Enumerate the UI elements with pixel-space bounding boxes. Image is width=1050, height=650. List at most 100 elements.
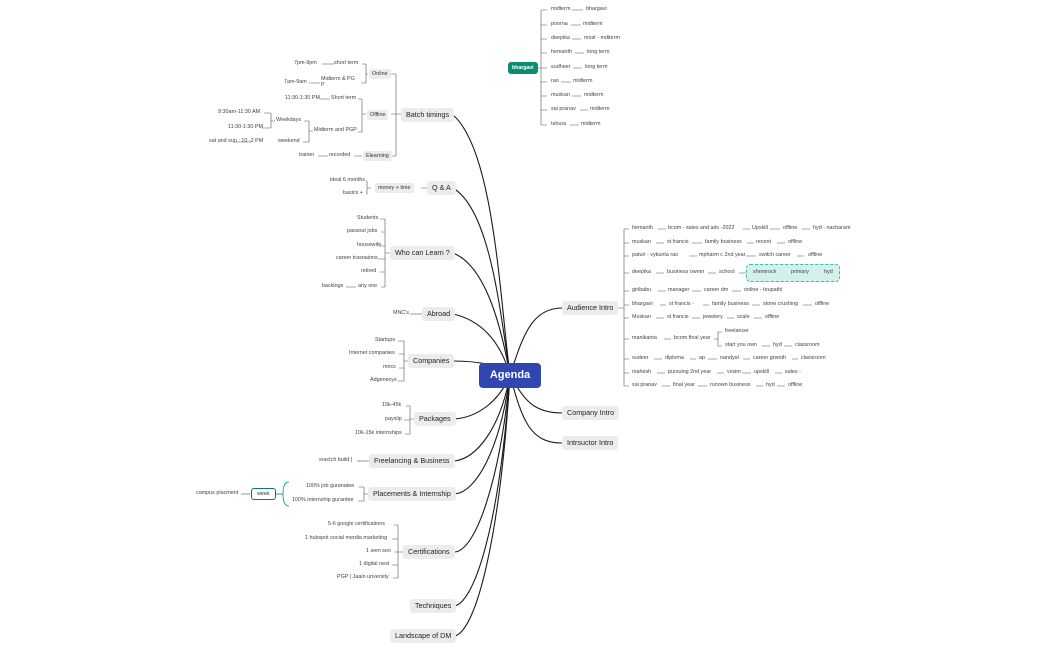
aud-giribabu-3[interactable]: online - tirupathi: [744, 287, 783, 293]
aud-paturi-3[interactable]: offline: [808, 252, 823, 258]
bhargavi-row-6-b[interactable]: midterm: [573, 78, 593, 84]
root-node[interactable]: Agenda: [479, 363, 541, 388]
recorded-node[interactable]: recorded: [329, 152, 351, 158]
bhargavi-row-9-b[interactable]: midterm: [581, 121, 601, 127]
aud-sudeer-5[interactable]: classroom: [801, 355, 826, 361]
aud-manikanta-3[interactable]: start you own: [725, 342, 758, 348]
aud-giribabu-2[interactable]: career dm: [704, 287, 729, 293]
company-mncs[interactable]: mncs: [383, 364, 396, 370]
aud-mahesh-1[interactable]: pursuing 2nd year: [668, 369, 712, 375]
aud-deepika-3[interactable]: shemrock: [753, 269, 777, 275]
scratch-build-node[interactable]: sractch build |: [319, 457, 353, 463]
aud-hemanth-3[interactable]: offline: [783, 225, 798, 231]
certifications-node[interactable]: Certifications: [403, 545, 455, 559]
bhargavi-row-5-a[interactable]: sudheer: [551, 64, 571, 70]
companies-node[interactable]: Companies: [408, 354, 455, 368]
weekend-node[interactable]: weekend: [278, 138, 300, 144]
bhargavi-row-9-a[interactable]: tahura: [551, 121, 567, 127]
aud-manikanta-1[interactable]: bcom final year: [674, 335, 711, 341]
aud-paturi-2[interactable]: switch career: [759, 252, 791, 258]
aud-saipranav-2[interactable]: runown business: [710, 382, 751, 388]
bhargavi-row-1-a[interactable]: midterm: [551, 6, 571, 12]
aud-paturi-0[interactable]: paturi - vykunta rao: [632, 252, 679, 258]
time-sat-node[interactable]: sat and sun : 10 -2 PM: [209, 138, 264, 144]
bhargavi-row-8-a[interactable]: sai pranav: [551, 106, 576, 112]
ideal-node[interactable]: ideal 6 months: [330, 177, 366, 183]
aud-bhargavi-4[interactable]: offline: [815, 301, 830, 307]
time-930-node[interactable]: 9:30am-11:30 AM: [218, 109, 261, 115]
aud-mahesh-2[interactable]: vvsim: [727, 369, 741, 375]
who-item-anyone[interactable]: any one: [358, 283, 378, 289]
landscape-node[interactable]: Landscape of DM: [390, 629, 457, 643]
aud-deepika-4[interactable]: primary: [791, 269, 809, 275]
bhargavi-row-7-a[interactable]: muskan: [551, 92, 570, 98]
cert-google[interactable]: 5-6 google certifications: [328, 521, 385, 527]
bhargavi-row-5-b[interactable]: long term: [585, 64, 608, 70]
aud-giribabu-0[interactable]: giribabu: [632, 287, 652, 293]
offline-node[interactable]: Offline: [367, 110, 389, 120]
bhargavi-row-3-b[interactable]: most - mditerm: [584, 35, 620, 41]
short-term-offline-node[interactable]: Short term: [331, 95, 357, 101]
bhargavi-row-2-a[interactable]: poorna: [551, 21, 568, 27]
who-item-retired[interactable]: retired: [361, 268, 377, 274]
short-term-online-node[interactable]: short term: [334, 60, 359, 66]
bhargavi-row-6-a[interactable]: rao: [551, 78, 559, 84]
bhargavi-row-4-a[interactable]: hemanth: [551, 49, 572, 55]
aud-sudeer-2[interactable]: ap: [699, 355, 705, 361]
aud-hemanth-2[interactable]: Upskill: [752, 225, 768, 231]
aud-hemanth-1[interactable]: bcom - sales and adv -2022: [668, 225, 735, 231]
cert-hubspot[interactable]: 1 hubspot social merdia marketing: [305, 535, 388, 541]
mncs-abroad-node[interactable]: MNC's: [393, 310, 410, 316]
abroad-node[interactable]: Abroad: [422, 307, 456, 321]
packages-node[interactable]: Packages: [414, 412, 456, 426]
company-internet[interactable]: Internet companies: [349, 350, 395, 356]
package-15k[interactable]: 15k-45k: [382, 402, 402, 408]
batch-timings-node[interactable]: Batch timings: [401, 108, 455, 122]
aud-muskan-0[interactable]: muskan: [632, 239, 651, 245]
aud-manikanta-2[interactable]: freelancer: [725, 328, 749, 334]
aud-muskan2-4[interactable]: offline: [765, 314, 780, 320]
aud-deepika-0[interactable]: deepika: [632, 269, 651, 275]
weekdays-node[interactable]: Weekdays: [276, 117, 302, 123]
bhargavi-row-1-b[interactable]: bhargavi: [586, 6, 607, 12]
aud-bhargavi-2[interactable]: family business: [712, 301, 749, 307]
week-node[interactable]: week: [251, 488, 276, 500]
bhargavi-node[interactable]: bhargavi: [508, 62, 538, 74]
aud-saipranav-3[interactable]: hyd: [766, 382, 775, 388]
internship-guarantee-node[interactable]: 100% internship gurantee: [292, 497, 354, 503]
aud-manikanta-5[interactable]: classroom: [795, 342, 820, 348]
aud-saipranav-0[interactable]: sai pranav: [632, 382, 657, 388]
aud-paturi-1[interactable]: mpharm c 2nd year: [699, 252, 746, 258]
who-item-housewife[interactable]: housewife: [357, 242, 382, 248]
aud-muskan-2[interactable]: family business: [705, 239, 742, 245]
aud-muskan-4[interactable]: offline: [788, 239, 803, 245]
bhargavi-row-3-a[interactable]: deepika: [551, 35, 570, 41]
aud-muskan-3[interactable]: recent: [756, 239, 771, 245]
aud-hemanth-4[interactable]: hyd - nacharam: [813, 225, 851, 231]
company-adgenecys[interactable]: Adgenecys: [370, 377, 397, 383]
aud-muskan-1[interactable]: st francis: [667, 239, 689, 245]
aud-deepika-2[interactable]: school: [719, 269, 735, 275]
elearning-node[interactable]: Elearning: [363, 151, 392, 161]
audience-intro-node[interactable]: Audience Intro: [562, 301, 619, 315]
aud-muskan2-2[interactable]: jewelery: [703, 314, 723, 320]
aud-saipranav-1[interactable]: final year: [673, 382, 695, 388]
aud-giribabu-1[interactable]: manager: [668, 287, 690, 293]
aud-manikanta-4[interactable]: hyd: [773, 342, 782, 348]
trainer-node[interactable]: trainer: [299, 152, 315, 158]
aud-muskan2-0[interactable]: Muskan: [632, 314, 651, 320]
aud-mahesh-4[interactable]: sales -: [785, 369, 801, 375]
package-payslip[interactable]: payslip: [385, 416, 402, 422]
aud-sudeer-0[interactable]: sudeer: [632, 355, 649, 361]
aud-muskan2-3[interactable]: scale: [737, 314, 750, 320]
aud-saipranav-4[interactable]: offline: [788, 382, 803, 388]
package-internships[interactable]: 10k-15k internships: [355, 430, 402, 436]
company-startups[interactable]: Startups: [375, 337, 396, 343]
aud-bhargavi-3[interactable]: stone crushing: [763, 301, 799, 307]
money-time-node[interactable]: money + time: [375, 183, 414, 193]
cert-pgp-jain[interactable]: PGP | Jaain unversity: [337, 574, 389, 580]
time-7pm-node[interactable]: 7pm-9pm: [294, 60, 317, 66]
aud-deepika-5[interactable]: hyd: [824, 269, 833, 275]
bhargavi-row-8-b[interactable]: midterm: [590, 106, 610, 112]
